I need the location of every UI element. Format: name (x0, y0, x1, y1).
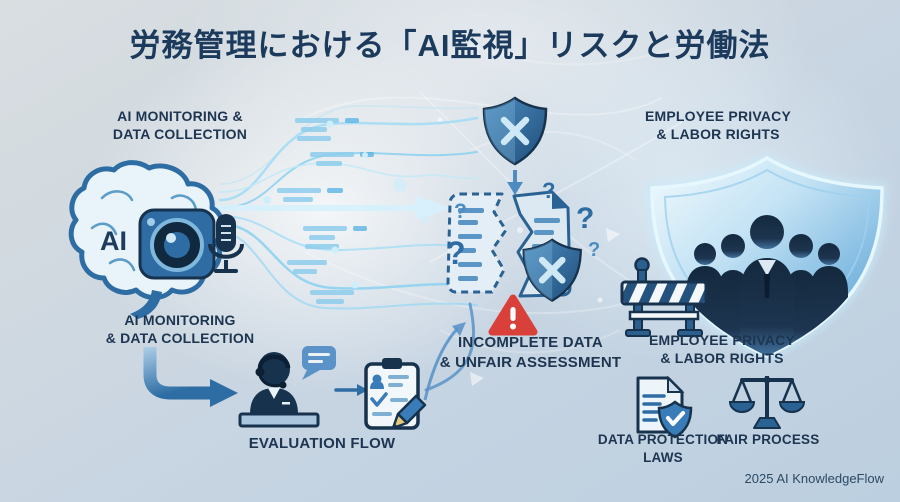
question-mark: ? (576, 202, 594, 235)
privacy-shield-icon (646, 152, 888, 362)
broken-document-icon: ? ? ? ? ? (446, 178, 600, 302)
data-stream (214, 105, 479, 310)
barrier-icon (620, 257, 708, 337)
label-incomplete-data: INCOMPLETE DATA & UNFAIR ASSESSMENT (439, 334, 622, 371)
brain-ai-label: AI (100, 226, 127, 256)
flow-connector-line (424, 302, 476, 392)
pencil-icon (391, 394, 427, 430)
question-mark: ? (446, 235, 466, 271)
microphone-icon (208, 214, 244, 273)
clipboard-pencil-icon (364, 358, 427, 430)
label-data-protection-laws: DATA PROTECTION LAWS (597, 432, 729, 465)
label-employee-privacy-top: EMPLOYEE PRIVACY & LABOR RIGHTS (644, 108, 792, 143)
question-mark: ? (588, 239, 600, 261)
label-ai-monitoring-top: AI MONITORING & DATA COLLECTION (112, 108, 248, 143)
page-title: 労務管理における「AI監視」リスクと労働法 (129, 28, 771, 63)
right-arrow (334, 384, 368, 396)
label-fair-process: FAIR PROCESS (716, 432, 820, 447)
label-employee-privacy-bottom: EMPLOYEE PRIVACY & LABOR RIGHTS (648, 332, 796, 367)
question-mark: ? (454, 200, 467, 223)
question-mark: ? (542, 178, 555, 203)
label-ai-monitoring-bottom: AI MONITORING & DATA COLLECTION (105, 312, 255, 347)
warning-triangle-icon (488, 294, 538, 336)
elbow-arrow (143, 347, 238, 407)
shield-x-icon (522, 238, 582, 302)
scales-icon (728, 376, 806, 429)
speech-bubble-icon (302, 346, 336, 380)
footer-credit: 2025 AI KnowledgeFlow (744, 471, 884, 486)
label-evaluation-flow: EVALUATION FLOW (248, 435, 396, 452)
operator-desk-icon (238, 346, 336, 428)
doc-shield-check-icon (636, 375, 693, 439)
brain-ai-icon: AI (68, 160, 244, 319)
shield-x-icon (482, 96, 548, 195)
